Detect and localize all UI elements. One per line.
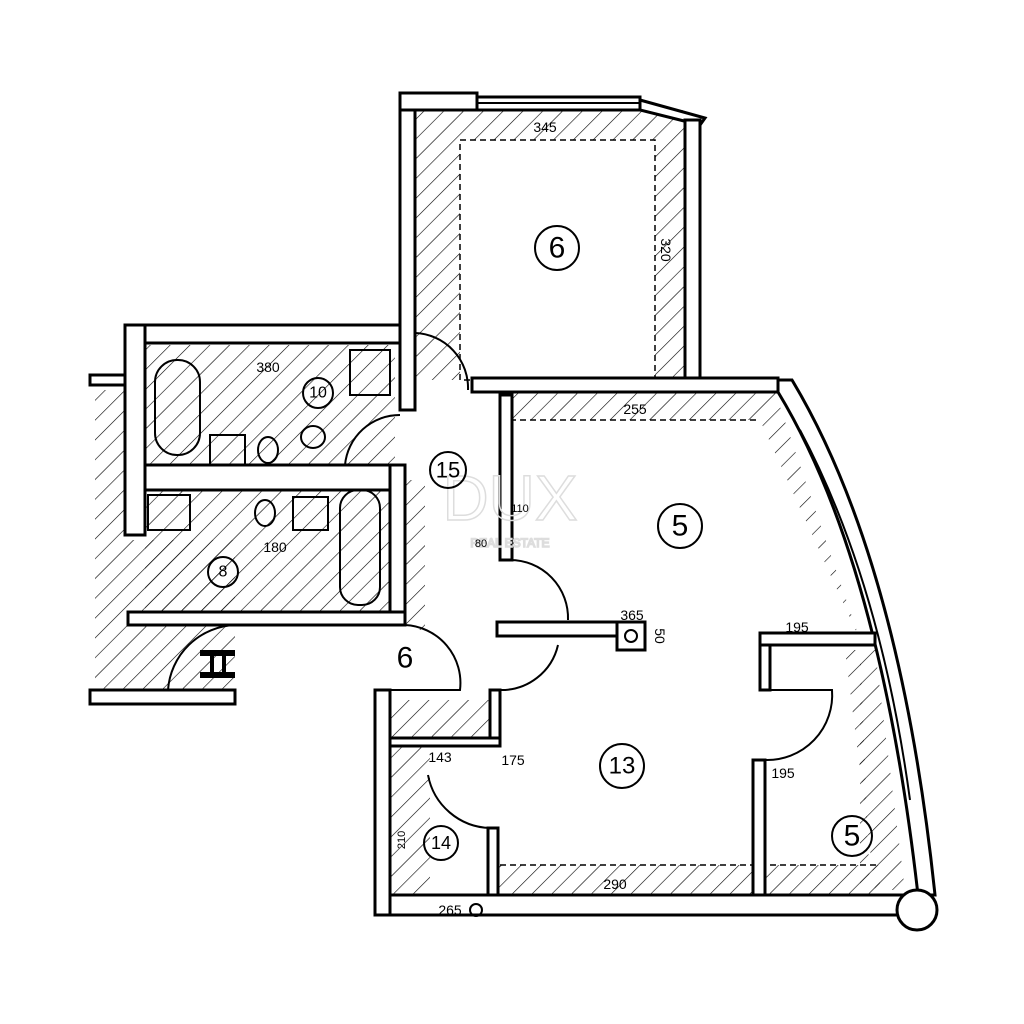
cabinet — [349, 349, 391, 396]
room-label-top: 6 — [549, 232, 566, 265]
dim-living-width: 255 — [623, 401, 647, 417]
dim-hall-door-a: 110 — [511, 503, 529, 515]
washer-bottom — [292, 496, 329, 531]
room-label-lower-right: 5 — [844, 820, 861, 853]
room-label-bath-bottom: 8 — [219, 564, 228, 581]
room-label-living: 5 — [672, 510, 689, 543]
dim-top-height: 320 — [658, 238, 674, 262]
dim-right-door: 195 — [771, 765, 795, 781]
column — [895, 888, 939, 932]
dim-partition-depth: 50 — [652, 628, 668, 644]
fixtures — [147, 349, 483, 917]
room-label-lower-middle: 13 — [609, 753, 636, 780]
watermark-brand: DUX — [442, 462, 577, 534]
bathtub-bottom — [339, 489, 381, 606]
walls — [88, 91, 939, 932]
dim-right-width: 195 — [785, 619, 809, 635]
washer-top — [209, 434, 246, 466]
dim-corridor-width: 175 — [501, 752, 525, 768]
dim-hall-door-b: 80 — [475, 538, 487, 550]
watermark-tagline: REAL ESTATE — [470, 536, 549, 550]
toilet-bottom — [254, 499, 276, 527]
dim-bottom-left-width: 265 — [438, 902, 462, 918]
dimension-labels: 345 320 380 180 255 365 50 195 195 143 1… — [256, 119, 809, 918]
radiator — [200, 650, 235, 656]
room-label-entry: 6 — [397, 642, 414, 675]
dim-top-width: 345 — [533, 119, 557, 135]
room-labels: 6 5 15 10 8 13 14 5 6 — [207, 225, 873, 861]
toilet-top — [257, 436, 279, 464]
dim-bottom-width: 290 — [603, 876, 627, 892]
cabinet-bottom — [147, 494, 191, 531]
doors — [167, 332, 834, 829]
dim-small-height: 210 — [396, 831, 408, 849]
dim-bath-bottom: 180 — [263, 539, 287, 555]
bathtub-top — [154, 359, 201, 456]
room-label-bath-top: 10 — [309, 385, 327, 402]
watermark: DUX REAL ESTATE — [442, 461, 579, 551]
dim-partition-width: 365 — [620, 607, 644, 623]
room-label-small: 14 — [431, 833, 451, 853]
dim-small-width: 143 — [428, 749, 452, 765]
dim-bath-top: 380 — [256, 359, 280, 375]
sink-top — [300, 425, 326, 449]
room-label-hall: 15 — [436, 458, 460, 483]
